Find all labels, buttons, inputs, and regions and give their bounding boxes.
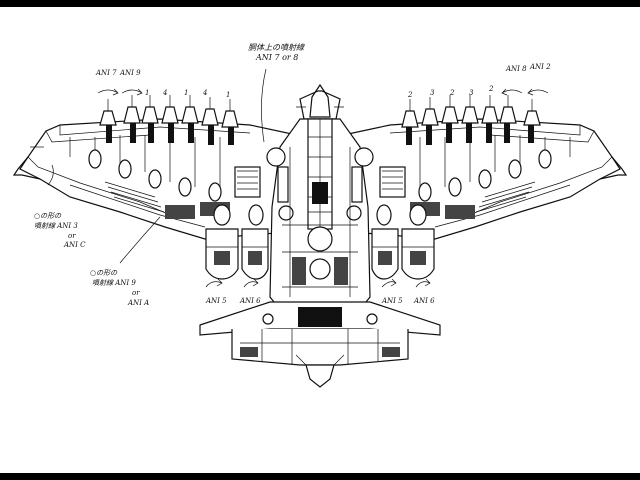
left-num-1: 1	[145, 89, 150, 97]
right-num-2: 3	[430, 89, 435, 97]
left-note-line3: or	[68, 232, 76, 240]
left-num-2: 4	[163, 89, 168, 97]
bottom-left-label-2: ANI 6	[240, 297, 261, 305]
right-num-5: 2	[489, 85, 494, 93]
annotation-arrows	[47, 68, 549, 288]
right-group-label-1: ANI 8	[506, 65, 527, 73]
left-group-label-1: ANI 7	[96, 69, 117, 77]
right-wing	[333, 95, 628, 240]
central-fuselage	[266, 83, 374, 308]
right-num-4: 3	[469, 89, 474, 97]
right-group-label-2: ANI 2	[530, 63, 551, 71]
engine-pods	[205, 204, 435, 280]
mid-note-line3: or	[132, 289, 140, 297]
tail-section	[199, 301, 441, 388]
left-wing	[12, 95, 307, 240]
spaceship-schematic	[12, 68, 628, 388]
mid-note-line1: ○の形の	[90, 269, 118, 277]
right-num-3: 2	[450, 89, 455, 97]
left-num-3: 1	[184, 89, 189, 97]
drawing-sheet: 胴体上の噴射線 ANI 7 or 8 ANI 7 ANI 9 1 4 1 4 1…	[0, 7, 640, 473]
top-label-line1: 胴体上の噴射線	[248, 43, 304, 52]
bottom-left-label-1: ANI 5	[206, 297, 227, 305]
left-group-label-2: ANI 9	[120, 69, 141, 77]
mid-note-line2: 噴射線 ANI 9	[92, 279, 136, 287]
top-label-line2: ANI 7 or 8	[256, 53, 299, 62]
left-note-line4: ANI C	[64, 241, 86, 249]
left-note-line1: ○の形の	[34, 212, 62, 220]
left-num-5: 1	[226, 91, 231, 99]
mid-note-line4: ANI A	[128, 299, 150, 307]
left-num-4: 4	[203, 89, 208, 97]
left-note-line2: 噴射線 ANI 3	[34, 222, 78, 230]
right-num-1: 2	[408, 91, 413, 99]
bottom-right-label-1: ANI 5	[382, 297, 403, 305]
bottom-right-label-2: ANI 6	[414, 297, 435, 305]
